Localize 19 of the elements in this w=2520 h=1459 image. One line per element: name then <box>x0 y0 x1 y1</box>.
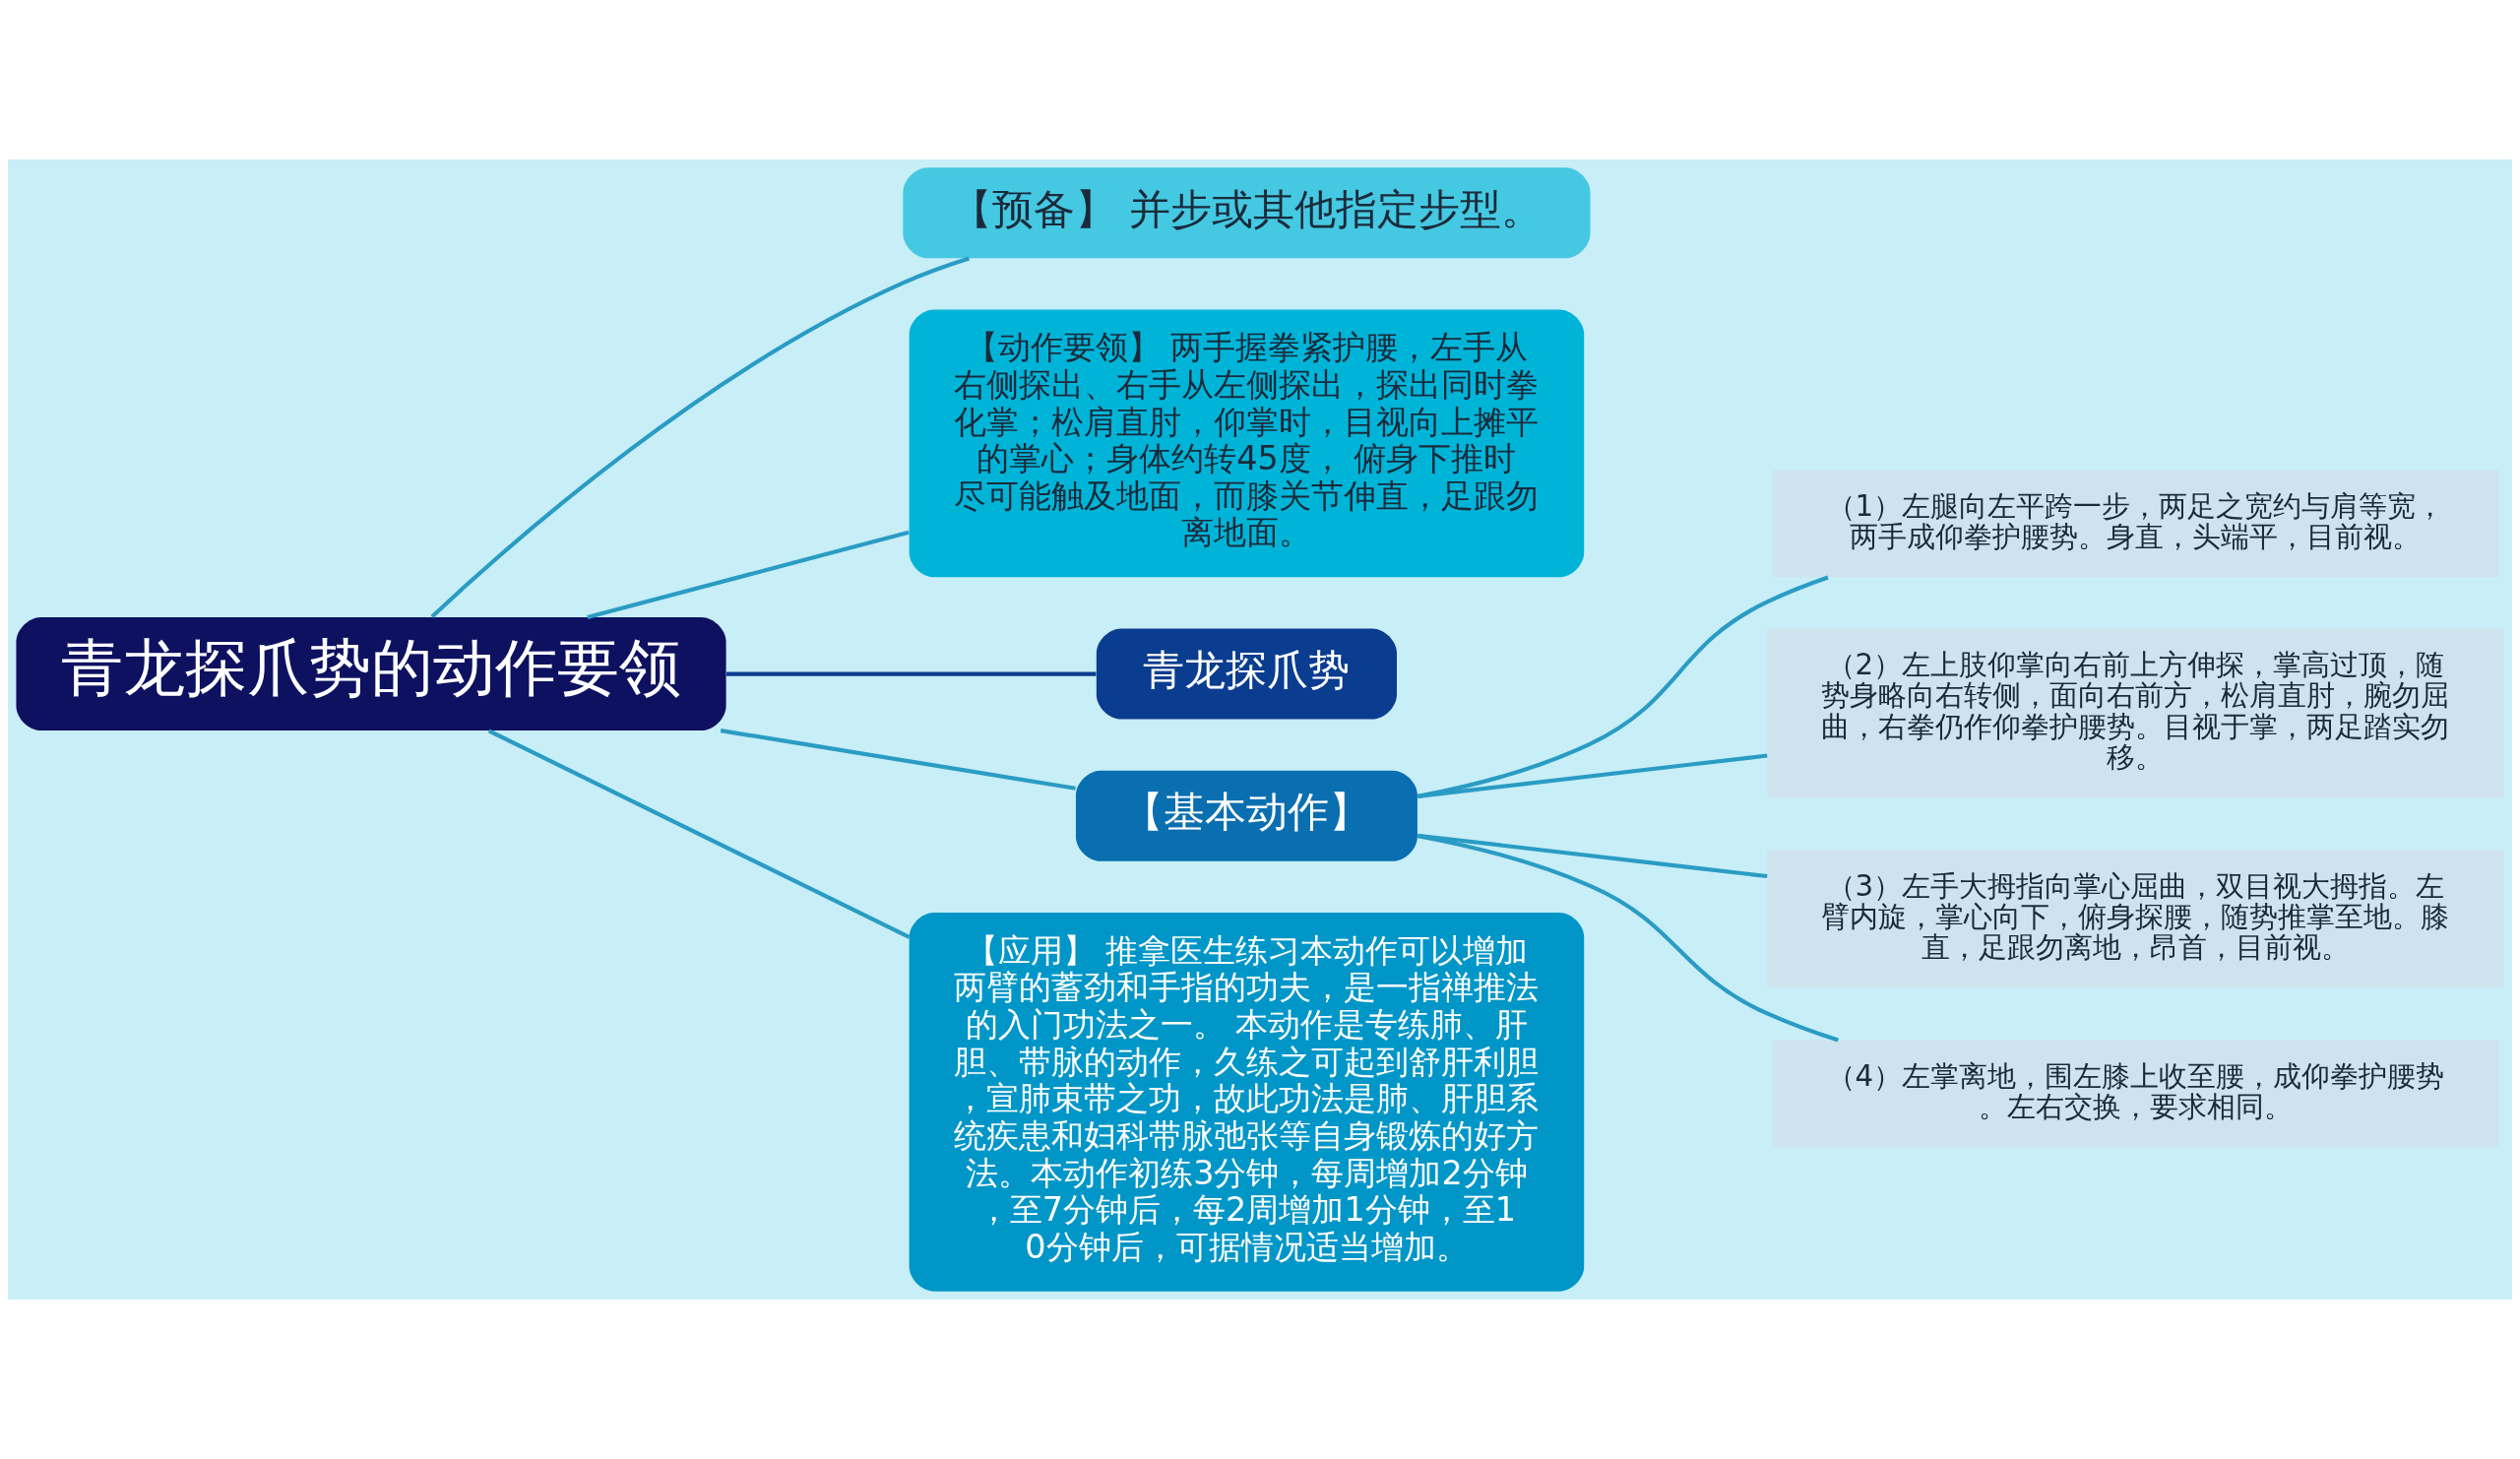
connector <box>720 729 1076 791</box>
connector <box>1418 834 1839 1043</box>
node-box: 【应用】 推拿医生练习本动作可以增加两臂的蓄劲和手指的功夫，是一指禅推法的入门功法之一。 本动作是专练肺、肝胆、带脉的动作，久练之可起到舒肝利胆，宣肺束带之功，故此功法是肺、肝胆系统疾患和妇科带脉弛张等自身锻炼的好方法。本动作初练3分钟，每周增加2分钟，至7分钟后，每2周增加1分钟，至10分钟后，可据情况适当增加。 <box>909 913 1585 1292</box>
connector <box>1418 575 1829 798</box>
connector <box>1417 753 1768 798</box>
connector <box>430 256 971 618</box>
node-box: （4）左掌离地，围左膝上收至腰，成仰拳护腰势。左右交换，要求相同。 <box>1772 1040 2499 1148</box>
node-box: 青龙探爪势的动作要领 <box>16 617 726 731</box>
connector <box>725 671 1097 676</box>
node-box: 【预备】 并步或其他指定步型。 <box>903 167 1591 259</box>
node-box: （1）左腿向左平跨一步，两足之宽约与肩等宽，两手成仰拳护腰势。身直，头端平，目前视。 <box>1772 470 2499 578</box>
connector <box>587 530 910 620</box>
node-box: 【基本动作】 <box>1075 770 1418 861</box>
connector <box>1417 833 1768 879</box>
node-box: 青龙探爪势 <box>1096 628 1397 720</box>
connector <box>487 729 911 939</box>
node-box: 【动作要领】 两手握拳紧护腰，左手从右侧探出、右手从左侧探出，探出同时拳化掌；松肩直肘，仰掌时，目视向上摊平的掌心；身体约转45度， 俯身下推时尽可能触及地面，而膝关节伸直，足跟勿离地面。 <box>909 309 1585 578</box>
node-box: （2）左上肢仰掌向右前上方伸探，掌高过顶，随势身略向右转侧，面向右前方，松肩直肘，腕勿屈曲，右拳仍作仰拳护腰势。目视于掌，两足踏实勿移。 <box>1767 628 2504 797</box>
node-box: （3）左手大拇指向掌心屈曲，双目视大拇指。左臂内旋，掌心向下，俯身探腰，随势推掌至地。膝直，足跟勿离地，昂首，目前视。 <box>1767 850 2504 988</box>
